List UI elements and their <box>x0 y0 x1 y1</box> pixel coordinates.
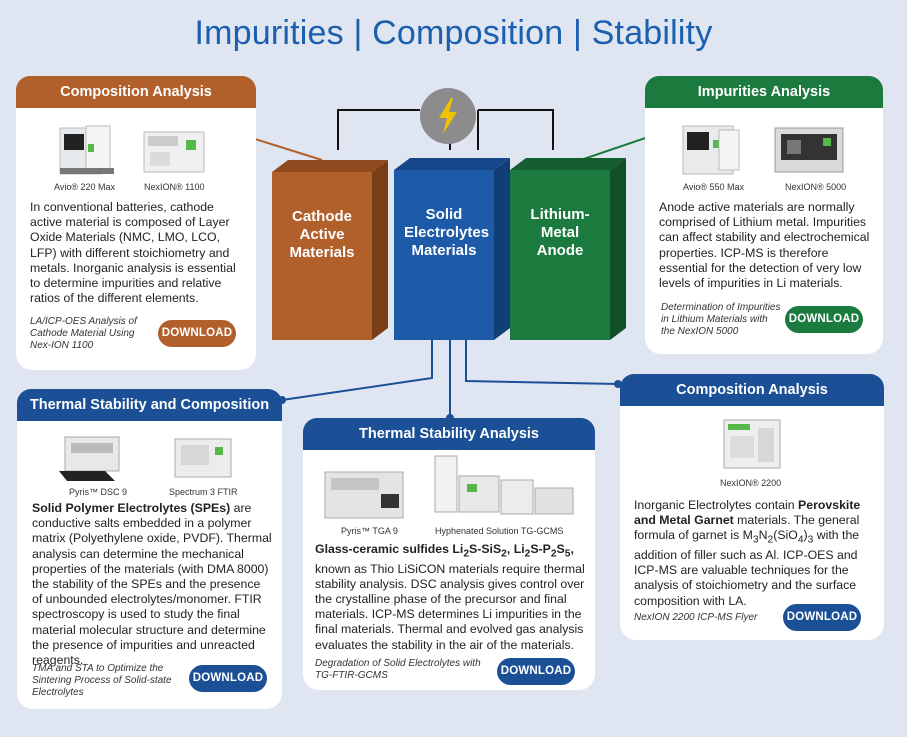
reference-link[interactable]: LA/ICP-OES Analysis of Cathode Material … <box>30 316 137 351</box>
anode-label: Lithium-Metal Anode <box>530 206 590 259</box>
instrument-caption: Avio® 220 Max <box>54 182 115 192</box>
instrument-caption: NexION® 5000 <box>785 182 847 192</box>
anode-box: Lithium-Metal Anode <box>510 150 626 340</box>
cathode-label: Cathode Active Materials <box>289 208 355 261</box>
nexion-5000-instrument-image <box>773 120 847 178</box>
instrument-caption: Pyris™ TGA 9 <box>341 526 398 536</box>
instrument-caption: NexION® 1100 <box>144 182 205 192</box>
nexion-1100-instrument-image <box>142 122 208 176</box>
download-button[interactable]: DOWNLOAD <box>497 658 575 685</box>
instrument-caption: Pyris™ DSC 9 <box>69 487 128 497</box>
avio-550-instrument-image <box>679 118 745 178</box>
download-button[interactable]: DOWNLOAD <box>189 665 267 692</box>
download-button[interactable]: DOWNLOAD <box>158 320 236 347</box>
composition-analysis-card-right: Composition Analysis NexION® 2200 Inorga… <box>620 374 884 640</box>
card-body-text: Glass-ceramic sulfides Li2S-SiS2, Li2S-P… <box>315 542 587 653</box>
reference-link[interactable]: TMA and STA to Optimize the Sintering Pr… <box>32 663 172 698</box>
electrolyte-box: Solid Electrolytes Materials <box>394 150 510 340</box>
nexion-2200-instrument-image <box>718 414 786 472</box>
card-body-text: Anode active materials are normally comp… <box>659 200 870 291</box>
card-header: Thermal Stability and Composition <box>17 389 282 421</box>
instrument-caption: Avio® 550 Max <box>683 182 744 192</box>
reference-link[interactable]: Degradation of Solid Electrolytes with T… <box>315 658 481 681</box>
download-button[interactable]: DOWNLOAD <box>783 604 861 631</box>
pyris-dsc-9-instrument-image <box>57 433 129 483</box>
composition-analysis-card-left: Composition Analysis Avio® 220 Max NexIO… <box>16 76 256 370</box>
electrolyte-label: Solid Electrolytes Materials <box>404 206 490 259</box>
card-body-text: Inorganic Electrolytes contain Perovskit… <box>634 498 861 608</box>
body-span: are conductive salts embedded in a polym… <box>32 501 272 668</box>
tg-gcms-instrument-image <box>431 454 577 524</box>
instrument-caption: NexION® 2200 <box>720 478 782 488</box>
avio-220-instrument-image <box>56 118 118 176</box>
thermal-stability-analysis-card: Thermal Stability Analysis Pyris™ TGA 9 … <box>303 418 595 690</box>
bold-term: Glass-ceramic sulfides Li2S-SiS2, Li2S-P… <box>315 542 574 560</box>
instrument-caption: Spectrum 3 FTIR <box>169 487 238 497</box>
reference-link[interactable]: Determination of Impurities in Lithium M… <box>661 302 781 337</box>
card-header: Composition Analysis <box>620 374 884 406</box>
card-header: Thermal Stability Analysis <box>303 418 595 450</box>
card-body-text: In conventional batteries, cathode activ… <box>30 200 236 306</box>
card-header: Impurities Analysis <box>645 76 883 108</box>
thermal-stability-composition-card: Thermal Stability and Composition Pyris™… <box>17 389 282 709</box>
body-span: known as Thio LiSiCON materials require … <box>315 561 585 652</box>
spectrum-3-ftir-instrument-image <box>169 433 239 483</box>
page-title: Impurities | Composition | Stability <box>194 14 713 52</box>
bold-term: Perovskite and Metal Garnet <box>634 498 861 528</box>
cathode-box: Cathode Active Materials <box>272 152 388 340</box>
download-button[interactable]: DOWNLOAD <box>785 306 863 333</box>
impurities-analysis-card: Impurities Analysis Avio® 550 Max NexION… <box>645 76 883 354</box>
card-header: Composition Analysis <box>16 76 256 108</box>
lightning-bolt-icon <box>420 88 476 144</box>
instrument-caption: Hyphenated Solution TG-GCMS <box>435 526 564 536</box>
bold-term: Solid Polymer Electrolytes (SPEs) <box>32 501 231 515</box>
pyris-tga-9-instrument-image <box>321 466 407 522</box>
reference-link[interactable]: NexION 2200 ICP-MS Flyer <box>634 612 758 623</box>
card-body-text: Solid Polymer Electrolytes (SPEs) are co… <box>32 501 272 668</box>
